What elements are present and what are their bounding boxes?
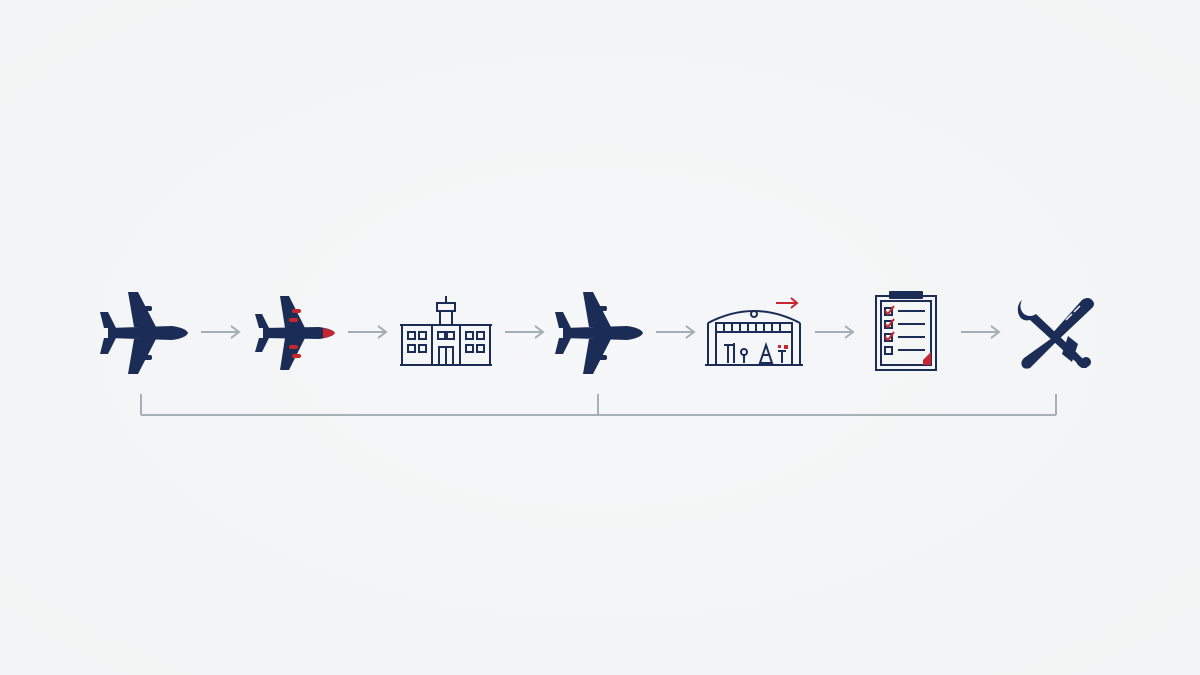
step-2-airplane-red-accent-icon bbox=[253, 294, 337, 372]
step-4-airplane-icon bbox=[553, 290, 645, 376]
flow-arrow-5 bbox=[814, 324, 856, 340]
flow-arrow-1 bbox=[200, 324, 242, 340]
step-3-airport-terminal-icon bbox=[399, 295, 493, 367]
flow-arrow-2 bbox=[347, 324, 389, 340]
flow-arrow-6 bbox=[960, 324, 1002, 340]
flow-arrow-3 bbox=[504, 324, 546, 340]
grouping-bracket bbox=[138, 392, 1060, 418]
step-7-tools-wrench-screwdriver-icon bbox=[1016, 296, 1096, 370]
step-6-checklist-clipboard-icon bbox=[873, 290, 941, 372]
step-1-airplane-icon bbox=[98, 290, 190, 376]
flow-arrow-4 bbox=[655, 324, 697, 340]
step-5-hangar-icon bbox=[704, 293, 804, 367]
